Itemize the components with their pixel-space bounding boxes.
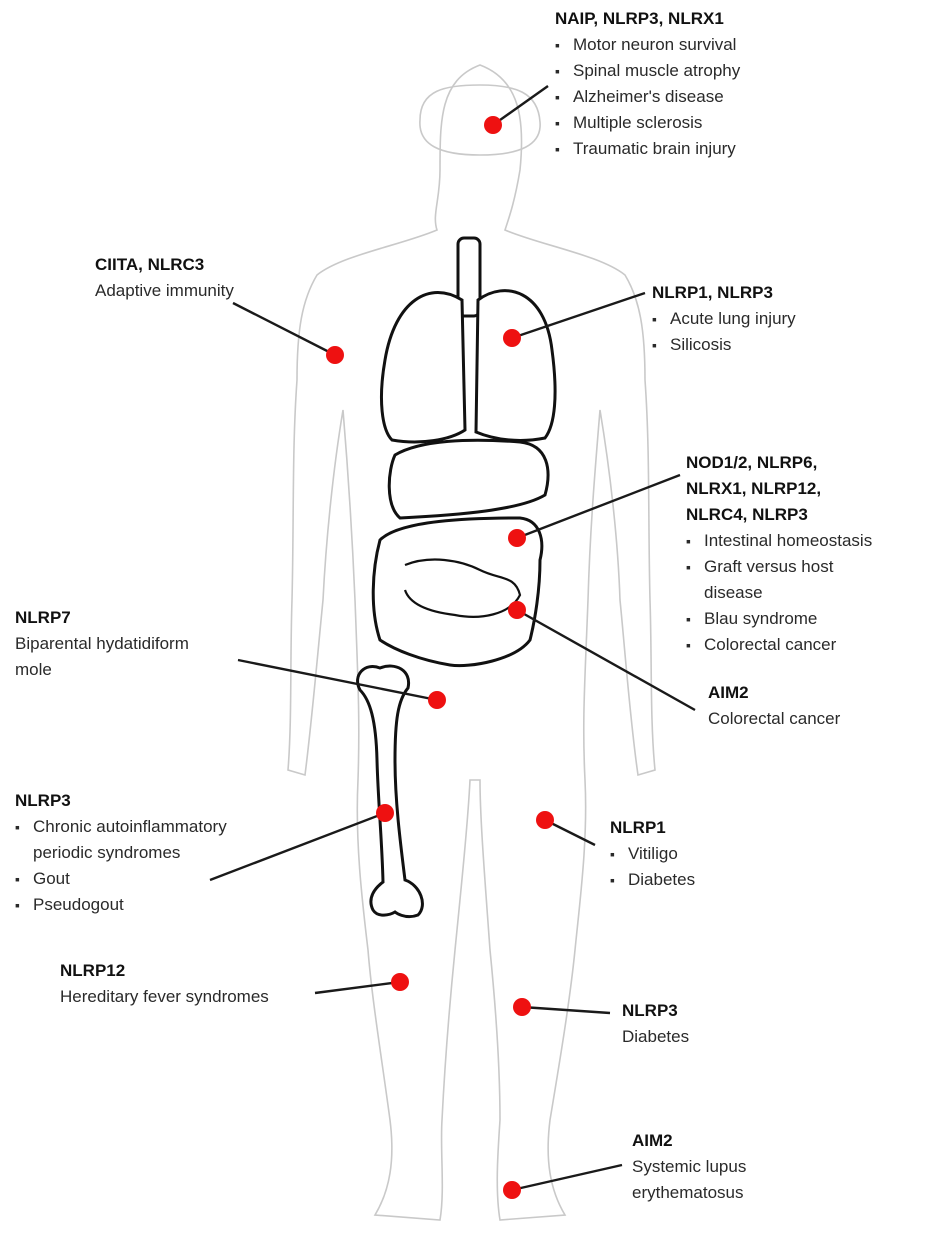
gene-label: NLRP3 (622, 998, 689, 1024)
marker-immunity (326, 346, 344, 364)
annotation-colon: AIM2 Colorectal cancer (708, 680, 840, 732)
condition-item: Multiple sclerosis (555, 110, 740, 136)
marker-fever (391, 973, 409, 991)
gene-label: NLRP3 (15, 788, 227, 814)
annotation-placenta: NLRP7 Biparental hydatidiform mole (15, 605, 189, 683)
condition-item: Pseudogout (15, 892, 227, 918)
annotation-intestine: NOD1/2, NLRP6, NLRX1, NLRP12, NLRC4, NLR… (686, 450, 872, 658)
annotation-lupus: AIM2 Systemic lupus erythematosus (632, 1128, 746, 1206)
right-lung (476, 291, 555, 441)
condition-item: Graft versus host disease (686, 554, 872, 606)
leader-immunity (233, 303, 335, 355)
marker-lupus (503, 1181, 521, 1199)
condition-text: Systemic lupus erythematosus (632, 1154, 746, 1206)
marker-brain (484, 116, 502, 134)
gene-label: AIM2 (708, 680, 840, 706)
gene-label: NLRP1, NLRP3 (652, 280, 796, 306)
gene-label: NLRP12 (60, 958, 269, 984)
condition-item: Motor neuron survival (555, 32, 740, 58)
annotation-skin: NLRP1 Vitiligo Diabetes (610, 815, 695, 893)
annotation-joints: NLRP3 Chronic autoinflammatory periodic … (15, 788, 227, 918)
condition-text: Colorectal cancer (708, 706, 840, 732)
gene-label: CIITA, NLRC3 (95, 252, 234, 278)
marker-placenta (428, 691, 446, 709)
femur (358, 666, 423, 917)
condition-text: Biparental hydatidiform mole (15, 631, 189, 683)
gene-label: NLRP7 (15, 605, 189, 631)
condition-list: Chronic autoinflammatory periodic syndro… (15, 814, 227, 918)
gene-label: NOD1/2, NLRP6, NLRX1, NLRP12, NLRC4, NLR… (686, 450, 872, 528)
liver (389, 440, 548, 518)
condition-item: Colorectal cancer (686, 632, 872, 658)
leader-fever (315, 982, 400, 993)
annotation-fever: NLRP12 Hereditary fever syndromes (60, 958, 269, 1010)
marker-intestine (508, 529, 526, 547)
marker-skin (536, 811, 554, 829)
condition-item: Traumatic brain injury (555, 136, 740, 162)
marker-metabolic (513, 998, 531, 1016)
condition-text: Diabetes (622, 1024, 689, 1050)
condition-list: Vitiligo Diabetes (610, 841, 695, 893)
condition-item: Alzheimer's disease (555, 84, 740, 110)
leader-metabolic (522, 1007, 610, 1013)
condition-list: Motor neuron survival Spinal muscle atro… (555, 32, 740, 162)
gene-label: AIM2 (632, 1128, 746, 1154)
gene-label: NAIP, NLRP3, NLRX1 (555, 6, 740, 32)
condition-item: Spinal muscle atrophy (555, 58, 740, 84)
condition-item: Blau syndrome (686, 606, 872, 632)
annotation-lung: NLRP1, NLRP3 Acute lung injury Silicosis (652, 280, 796, 358)
condition-item: Vitiligo (610, 841, 695, 867)
gene-label: NLRP1 (610, 815, 695, 841)
leader-colon (517, 610, 695, 710)
condition-item: Diabetes (610, 867, 695, 893)
condition-text: Adaptive immunity (95, 278, 234, 304)
marker-lung (503, 329, 521, 347)
marker-joints (376, 804, 394, 822)
condition-item: Chronic autoinflammatory periodic syndro… (15, 814, 227, 866)
marker-colon (508, 601, 526, 619)
annotation-immunity: CIITA, NLRC3 Adaptive immunity (95, 252, 234, 304)
condition-list: Intestinal homeostasis Graft versus host… (686, 528, 872, 658)
condition-item: Acute lung injury (652, 306, 796, 332)
annotation-brain: NAIP, NLRP3, NLRX1 Motor neuron survival… (555, 6, 740, 162)
condition-list: Acute lung injury Silicosis (652, 306, 796, 358)
leader-lupus (512, 1165, 622, 1190)
condition-item: Silicosis (652, 332, 796, 358)
annotation-metabolic: NLRP3 Diabetes (622, 998, 689, 1050)
condition-item: Gout (15, 866, 227, 892)
condition-text: Hereditary fever syndromes (60, 984, 269, 1010)
condition-item: Intestinal homeostasis (686, 528, 872, 554)
left-lung (381, 293, 465, 442)
